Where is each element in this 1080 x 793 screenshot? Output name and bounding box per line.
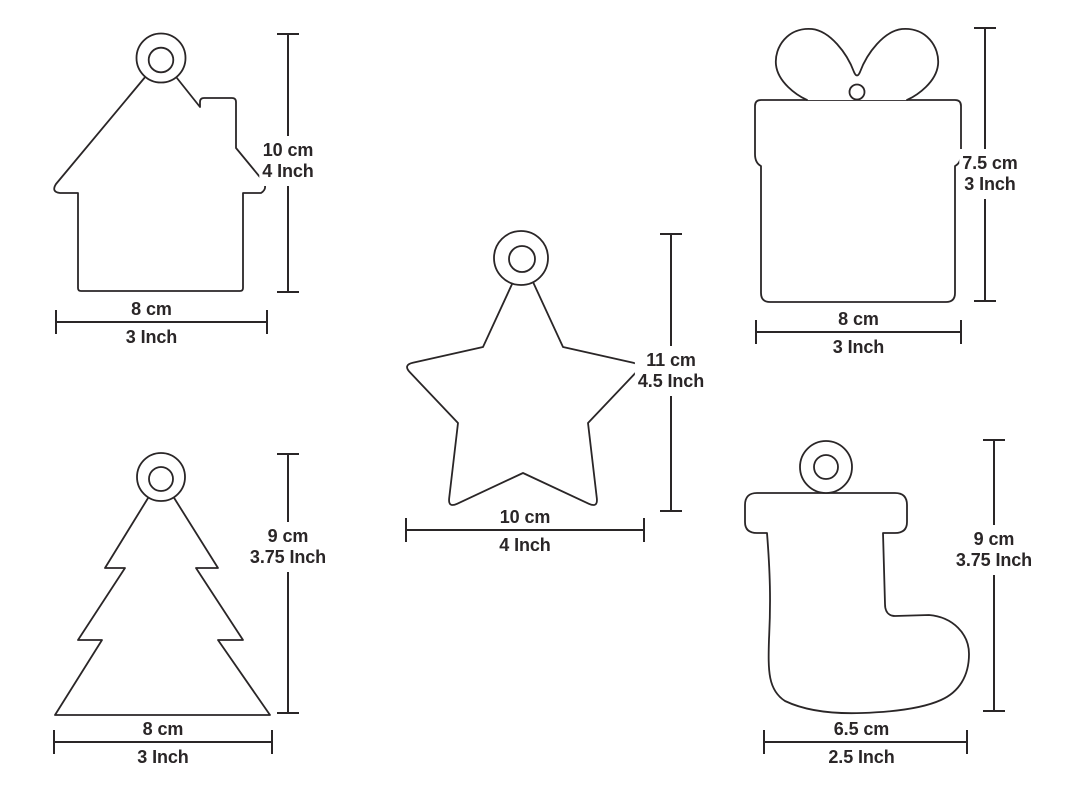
gift-width-cm: 8 cm xyxy=(838,309,879,329)
dimension-cap xyxy=(660,510,682,512)
stocking-ornament-figure xyxy=(738,436,978,718)
dimension-cap xyxy=(266,310,268,334)
tree-width-cm: 8 cm xyxy=(142,719,184,739)
stocking-width-inch: 2.5 Inch xyxy=(828,747,895,767)
dimension-line xyxy=(755,331,962,333)
dimension-line xyxy=(55,321,268,323)
house-height-label: 10 cm 4 Inch xyxy=(259,136,317,186)
gift-width-inch: 3 Inch xyxy=(832,337,885,357)
tree-height-inch: 3.75 Inch xyxy=(249,547,327,567)
star-ornament-figure xyxy=(393,228,657,518)
dimension-cap xyxy=(983,439,1005,441)
dimension-cap xyxy=(660,233,682,235)
dimension-cap xyxy=(755,320,757,344)
star-outline xyxy=(406,281,640,506)
house-outline xyxy=(53,57,267,292)
dimension-cap xyxy=(55,310,57,334)
dimension-cap xyxy=(405,518,407,542)
house-height-inch: 4 Inch xyxy=(262,161,314,181)
house-height-cm: 10 cm xyxy=(262,140,314,160)
gift-width-dimension: 8 cm 3 Inch xyxy=(755,309,962,357)
star-height-label: 11 cm 4.5 Inch xyxy=(634,346,708,396)
dimension-cap xyxy=(974,27,996,29)
tree-ornament-figure xyxy=(48,448,276,720)
tree-height-cm: 9 cm xyxy=(267,526,309,546)
stocking-height-cm: 9 cm xyxy=(973,529,1015,549)
house-width-cm: 8 cm xyxy=(131,299,172,319)
dimension-cap xyxy=(974,300,996,302)
dimension-cap xyxy=(983,710,1005,712)
dimension-cap xyxy=(643,518,645,542)
gift-height-dimension: 7.5 cm 3 Inch xyxy=(959,27,1021,302)
house-height-dimension: 10 cm 4 Inch xyxy=(259,33,317,293)
dimension-cap xyxy=(53,730,55,754)
stocking-width-cm: 6.5 cm xyxy=(833,719,890,739)
dimension-cap xyxy=(966,730,968,754)
star-height-inch: 4.5 Inch xyxy=(637,371,705,391)
star-width-dimension: 10 cm 4 Inch xyxy=(405,507,645,555)
dimension-line xyxy=(53,741,273,743)
gift-height-cm: 7.5 cm xyxy=(962,153,1018,173)
gift-box-outline xyxy=(754,99,962,303)
tree-hanging-ring-hole-icon xyxy=(148,466,174,492)
stocking-width-dimension: 6.5 cm 2.5 Inch xyxy=(763,719,968,767)
tree-height-label: 9 cm 3.75 Inch xyxy=(246,522,330,572)
star-height-dimension: 11 cm 4.5 Inch xyxy=(634,233,708,512)
dimension-cap xyxy=(277,712,299,714)
gift-height-label: 7.5 cm 3 Inch xyxy=(959,149,1021,199)
dimension-line xyxy=(405,529,645,531)
tree-width-inch: 3 Inch xyxy=(137,747,189,767)
dimension-cap xyxy=(277,453,299,455)
gift-hanging-hole-icon xyxy=(848,83,866,101)
star-width-cm: 10 cm xyxy=(499,507,551,527)
dimension-cap xyxy=(960,320,962,344)
star-height-cm: 11 cm xyxy=(646,350,696,370)
house-hanging-ring-hole-icon xyxy=(147,46,175,74)
house-ornament-figure xyxy=(48,26,280,298)
tree-width-dimension: 8 cm 3 Inch xyxy=(53,719,273,767)
stocking-hanging-ring-hole-icon xyxy=(813,454,839,480)
gift-height-inch: 3 Inch xyxy=(964,174,1016,194)
tree-height-dimension: 9 cm 3.75 Inch xyxy=(246,453,330,714)
stocking-height-dimension: 9 cm 3.75 Inch xyxy=(952,439,1036,712)
stocking-height-label: 9 cm 3.75 Inch xyxy=(952,525,1036,575)
tree-outline xyxy=(54,476,271,716)
dimension-cap xyxy=(277,291,299,293)
dimension-line xyxy=(287,453,289,714)
gift-box-ornament-figure xyxy=(748,23,973,307)
gift-bow-outline xyxy=(775,28,939,101)
house-width-dimension: 8 cm 3 Inch xyxy=(55,299,268,347)
dimension-cap xyxy=(271,730,273,754)
dimension-line xyxy=(993,439,995,712)
dimension-cap xyxy=(763,730,765,754)
star-hanging-ring-hole-icon xyxy=(508,245,536,273)
dimension-cap xyxy=(277,33,299,35)
star-width-inch: 4 Inch xyxy=(499,535,551,555)
dimension-line xyxy=(763,741,968,743)
house-width-inch: 3 Inch xyxy=(125,327,178,347)
stocking-height-inch: 3.75 Inch xyxy=(955,550,1033,570)
stocking-outline xyxy=(744,492,970,715)
